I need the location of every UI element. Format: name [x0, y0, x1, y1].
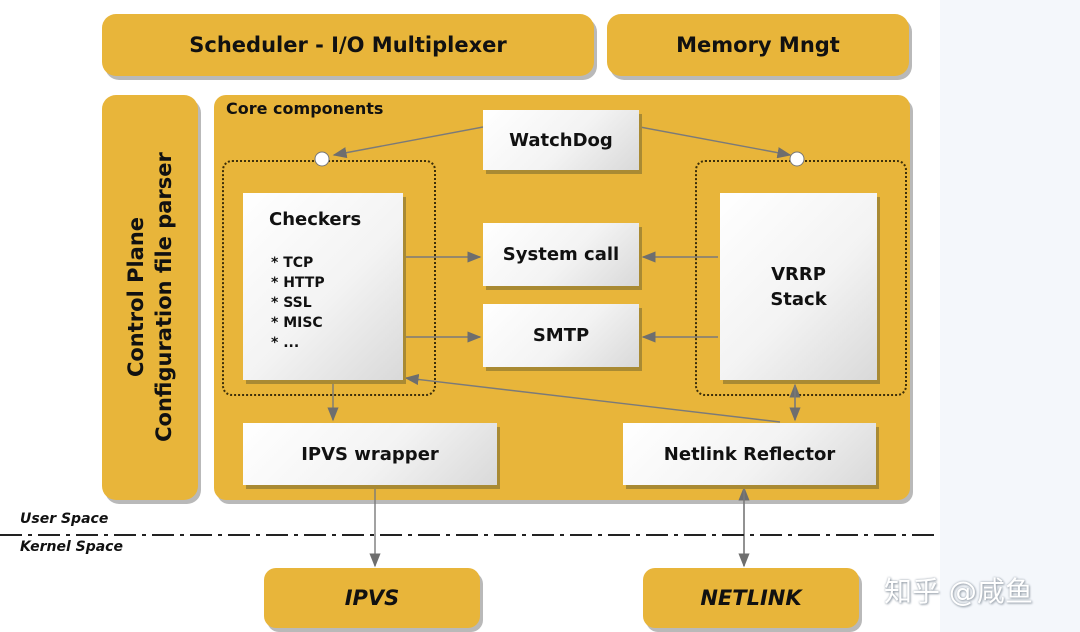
vrrp-label: VRRP: [771, 263, 826, 285]
watchdog-to-vrrp-arrow: [639, 126, 792, 159]
kernel-space-label: Kernel Space: [20, 539, 123, 555]
control-plane-block: Control Plane Configuration file parser: [102, 95, 198, 500]
watchdog-to-checkers-arrow: [332, 126, 484, 159]
scheduler-label: Scheduler - I/O Multiplexer: [189, 33, 507, 57]
ipvs-block: IPVS: [264, 568, 480, 628]
netlink-reflector-label: Netlink Reflector: [663, 443, 836, 465]
checkers-connector-dot: [314, 151, 330, 167]
stack-label: Stack: [770, 288, 827, 310]
vrrp-stack-box: VRRP Stack: [720, 193, 877, 380]
ipvs-wrapper-label: IPVS wrapper: [301, 443, 439, 465]
core-components-title: Core components: [226, 99, 384, 118]
watermark: 知乎 @咸鱼: [884, 575, 1033, 608]
checker-item: * HTTP: [271, 275, 325, 291]
watchdog-label: WatchDog: [509, 129, 613, 151]
ipvs-label: IPVS: [344, 586, 400, 610]
vrrp-connector-dot: [789, 151, 805, 167]
scheduler-block: Scheduler - I/O Multiplexer: [102, 14, 594, 76]
smtp-label: SMTP: [532, 325, 590, 346]
checkers-list: * TCP * HTTP * SSL * MISC * ...: [271, 253, 325, 353]
ipvs-wrapper-box: IPVS wrapper: [243, 423, 497, 485]
checker-item: * TCP: [271, 255, 314, 271]
checkers-box: Checkers * TCP * HTTP * SSL * MISC * ...: [243, 193, 403, 380]
watchdog-box: WatchDog: [483, 110, 639, 170]
reflector-to-checkers-arrow: [404, 373, 781, 423]
checkers-title: Checkers: [269, 209, 362, 230]
system-call-box: System call: [483, 223, 639, 286]
checker-item: * MISC: [271, 315, 323, 331]
netlink-reflector-box: Netlink Reflector: [623, 423, 876, 485]
user-space-label: User Space: [20, 511, 109, 527]
checker-item: * SSL: [271, 295, 312, 311]
memory-label: Memory Mngt: [676, 33, 840, 57]
memory-block: Memory Mngt: [607, 14, 909, 76]
background-strip: [940, 0, 1080, 632]
smtp-box: SMTP: [483, 304, 639, 367]
netlink-block: NETLINK: [643, 568, 859, 628]
system-call-label: System call: [502, 244, 620, 265]
checker-item: * ...: [271, 335, 300, 351]
netlink-label: NETLINK: [700, 586, 802, 610]
